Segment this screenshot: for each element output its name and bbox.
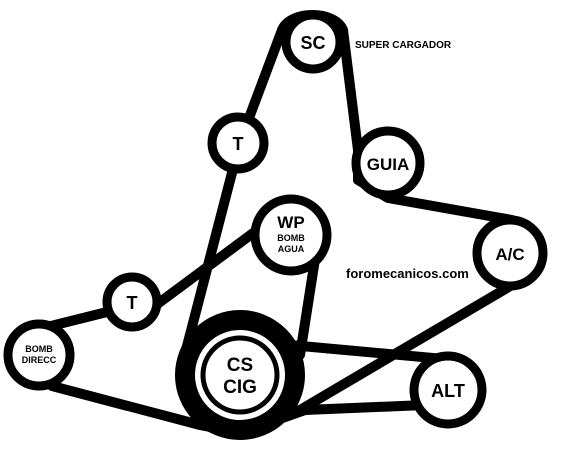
pulley-alt-label: ALT bbox=[431, 381, 465, 401]
pulley-bomb-label2: DIRECC bbox=[22, 355, 57, 365]
pulley-cs-label2: CIG bbox=[223, 377, 257, 398]
pulley-sc-label: SC bbox=[300, 33, 325, 53]
pulley-bomb-direcc: BOMB DIRECC bbox=[3, 319, 75, 391]
pulley-alt: ALT bbox=[409, 351, 487, 429]
supercharger-annotation: SUPER CARGADOR bbox=[355, 40, 452, 51]
pulley-ac-label: A/C bbox=[495, 245, 524, 264]
pulley-t1-label: T bbox=[233, 134, 244, 154]
pulley-sc: SC bbox=[281, 10, 345, 74]
pulley-wp-sub1: BOMB bbox=[277, 233, 305, 243]
pulley-t2-label: T bbox=[127, 293, 138, 313]
pulley-bomb-label1: BOMB bbox=[25, 344, 53, 354]
pulley-cs-label1: CS bbox=[227, 355, 253, 376]
pulley-t1: T bbox=[207, 112, 269, 174]
pulley-wp-sub2: AGUA bbox=[278, 244, 305, 254]
pulley-cs-cig: CS CIG bbox=[175, 310, 305, 440]
pulley-wp-label: WP bbox=[277, 213, 304, 232]
pulley-wp: WP BOMB AGUA bbox=[250, 194, 332, 276]
pulley-guia: GUIA bbox=[351, 126, 425, 200]
pulley-ac: A/C bbox=[472, 215, 548, 291]
watermark-text: foromecanicos.com bbox=[346, 266, 469, 281]
pulley-guia-label: GUIA bbox=[367, 155, 410, 174]
pulley-t2: T bbox=[102, 272, 162, 332]
